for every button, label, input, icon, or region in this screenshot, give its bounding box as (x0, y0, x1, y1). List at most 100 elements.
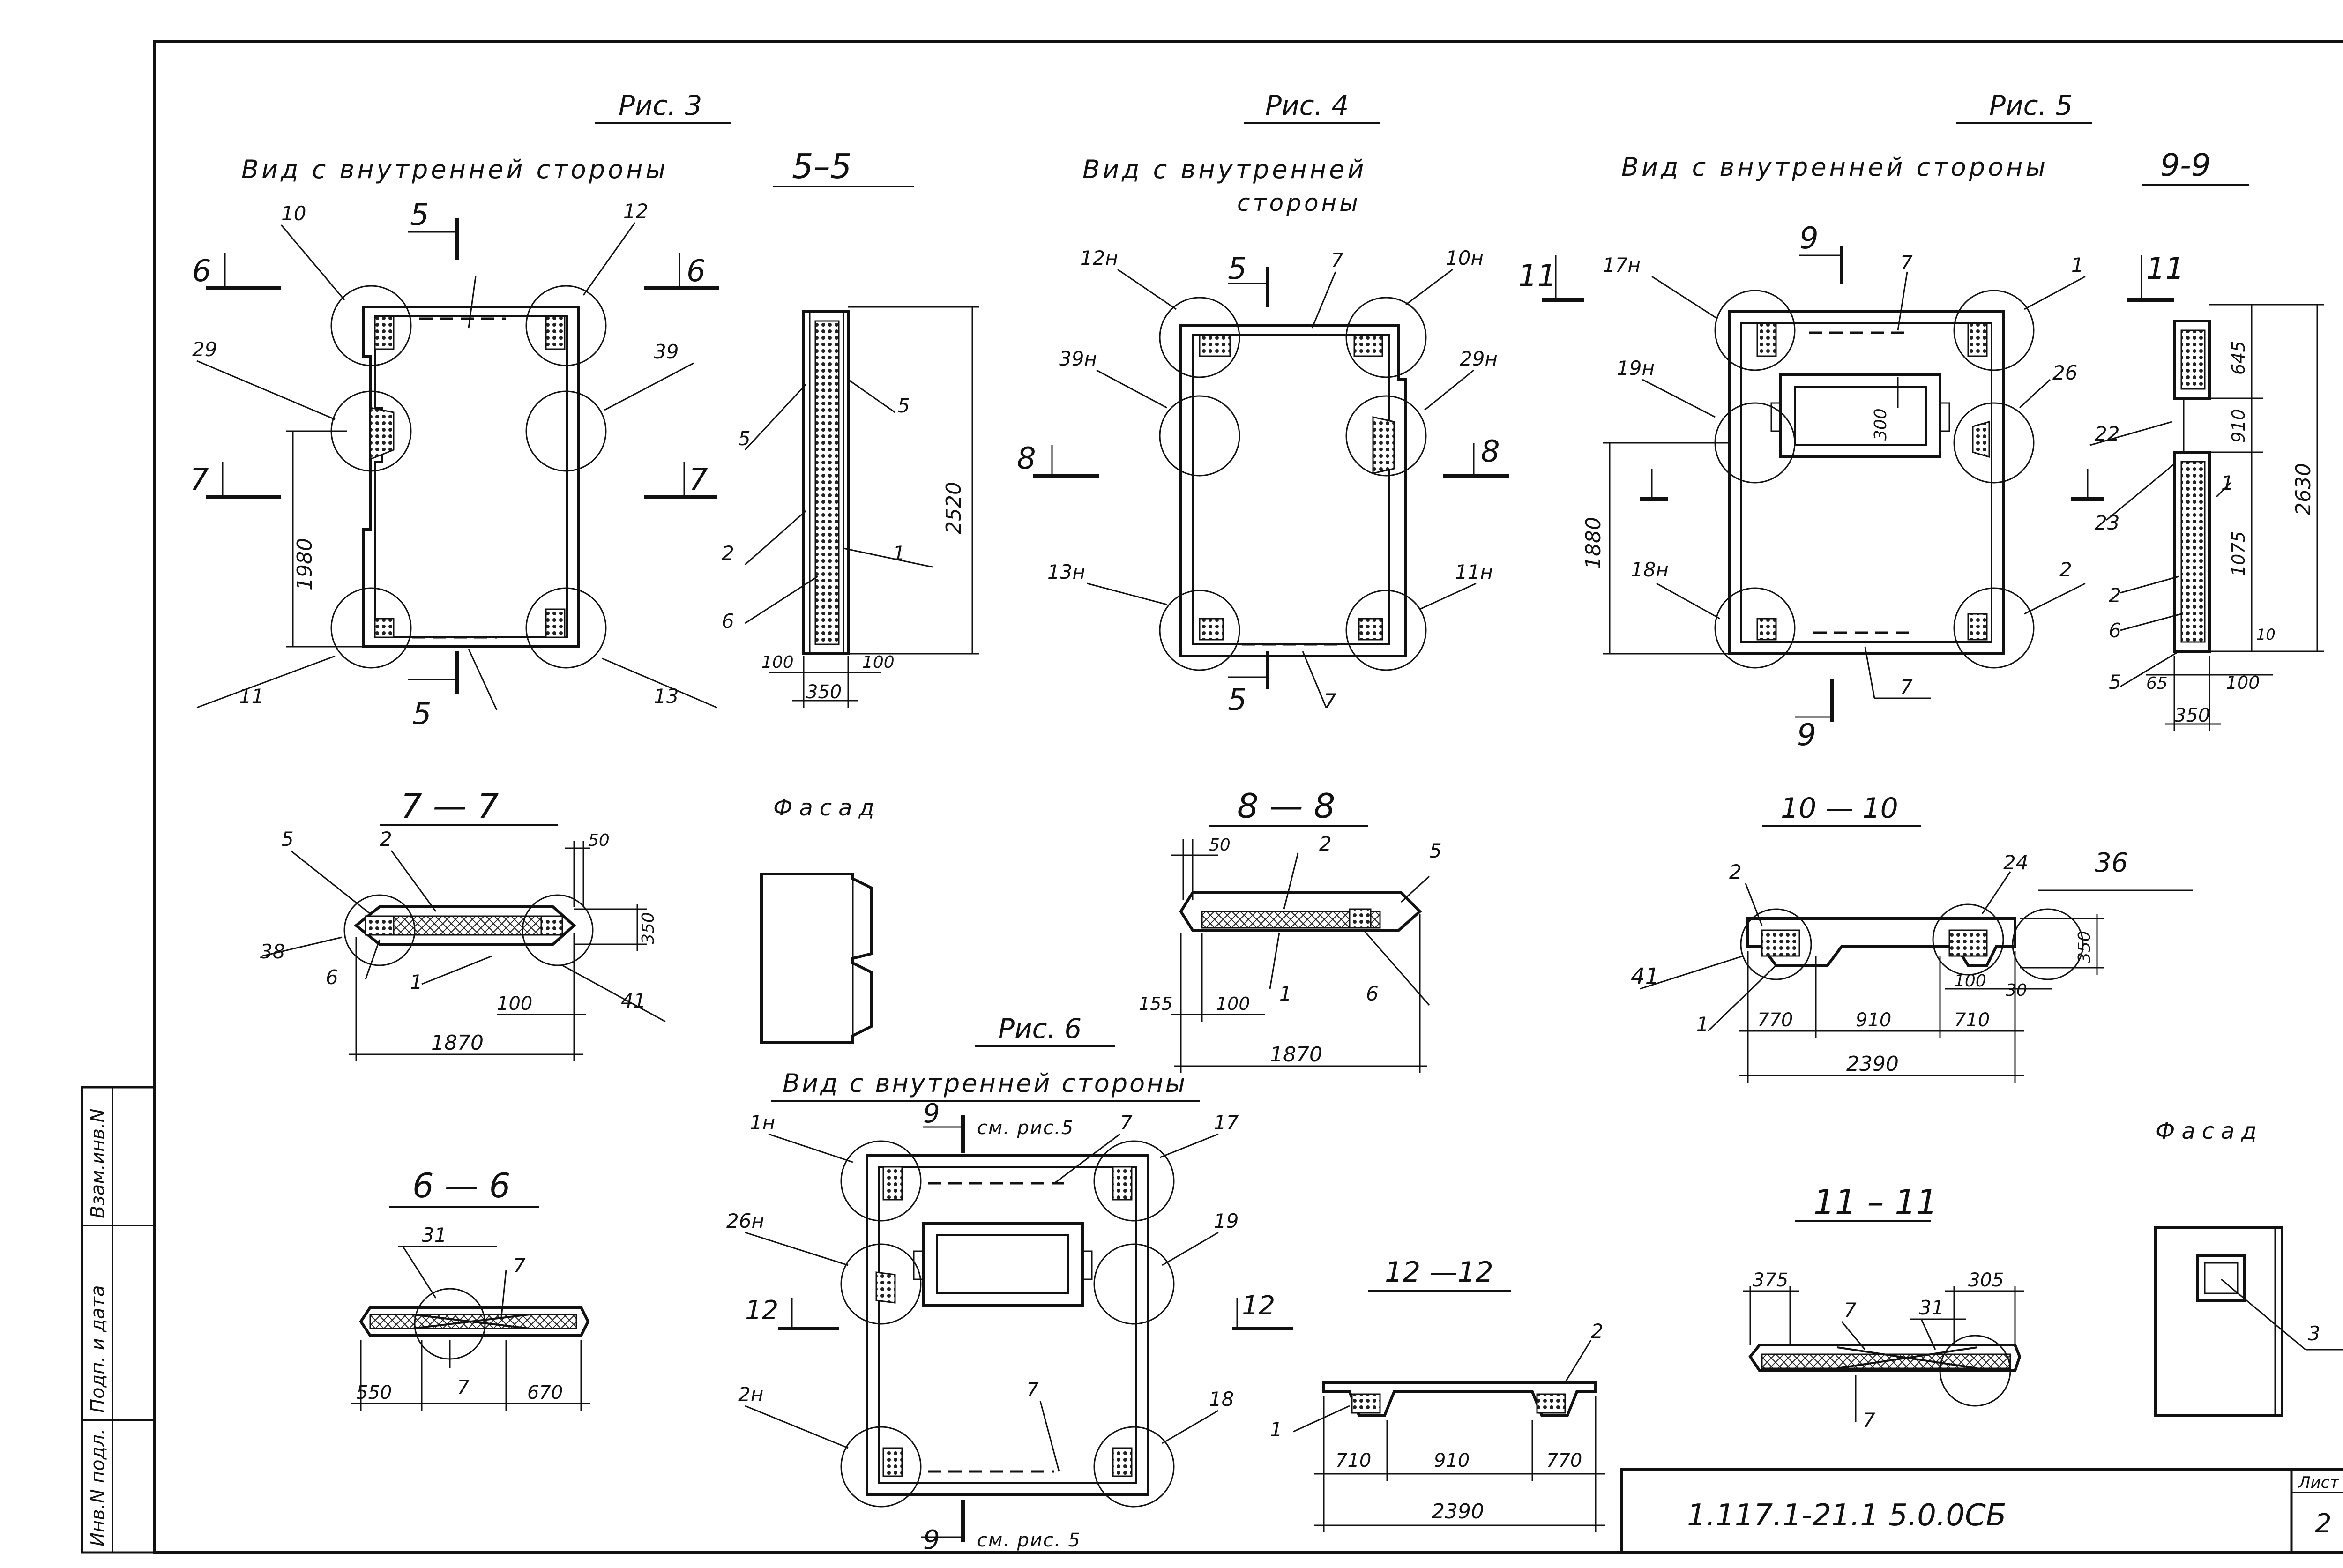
fig3-callout-10: 10 (281, 202, 306, 225)
sec77-dim-100: 100 (497, 993, 532, 1015)
section-7-7: 7 — 7 5 2 38 6 1 41 50 350 100 1870 (260, 786, 666, 1061)
fig5-callout-19n: 19н (1617, 357, 1655, 380)
fig4-view-line2: стороны (1237, 189, 1361, 217)
fig3-panel (362, 306, 580, 648)
sec99-dim-645: 645 (2228, 341, 2249, 375)
fig6-marker-9-top: 9 (923, 1098, 940, 1129)
sec77-callout-6: 6 (326, 966, 338, 989)
sec66-dim-670: 670 (527, 1382, 563, 1404)
sec99-dim-100: 100 (2226, 672, 2260, 693)
sec99-dim-2630: 2630 (2291, 463, 2315, 515)
sec77-title: 7 — 7 (401, 786, 499, 826)
sec55-callout-5a: 5 (738, 427, 751, 450)
sec66-callout-7-bottom: 7 (457, 1376, 470, 1399)
sec55-callout-6: 6 (722, 610, 734, 633)
facade1-title: Фасад (773, 795, 881, 821)
fig5-marker-9-bottom: 9 (1797, 718, 1816, 753)
fig6-callout-18: 18 (1209, 1388, 1234, 1411)
section-11-11: 11 – 11 375 305 7 31 7 (1743, 1182, 2024, 1432)
sec77-callout-2: 2 (380, 828, 392, 851)
fig5-callout-1: 1 (2071, 254, 2084, 276)
sec1111-dim-305: 305 (1968, 1269, 2004, 1291)
fig6-ref-bottom: см. рис. 5 (977, 1530, 1081, 1551)
fig4-callout-7-top: 7 (1331, 249, 1343, 272)
sec1111-title: 11 – 11 (1813, 1182, 1938, 1222)
stamp-col-sign: Подп. и дата (87, 1285, 109, 1413)
fig4-title: Рис. 4 (1265, 90, 1349, 121)
fig4-callout-29n: 29н (1460, 347, 1498, 370)
fig4-marker-8-left: 8 (1017, 441, 1036, 476)
section-8-8: 8 — 8 2 5 1 6 50 155 100 1870 (1139, 786, 1442, 1073)
fig6-callout-26n: 26н (726, 1210, 764, 1232)
facade-2: Фасад 3 (2154, 1118, 2343, 1417)
sec88-dim-100: 100 (1216, 993, 1250, 1014)
fig5-title: Рис. 5 (1989, 90, 2073, 121)
section-10-10: 10 — 10 2 24 36 41 1 350 100 30 770 910 … (1631, 792, 2193, 1083)
stamp-col-replace: Взам.инв.N (87, 1109, 109, 1218)
sec55-dim-2520: 2520 (942, 482, 966, 534)
sec77-dim-50: 50 (588, 831, 610, 850)
fig5-callout-17n: 17н (1603, 254, 1641, 276)
sec1212-title: 12 —12 (1385, 1256, 1493, 1289)
sec88-dim-50: 50 (1209, 836, 1231, 855)
sec55-callout-1: 1 (893, 542, 905, 565)
fig6-callout-7-top: 7 (1120, 1111, 1133, 1134)
sec1212-dim-2390: 2390 (1432, 1500, 1484, 1523)
fig6-marker-9-bottom: 9 (923, 1525, 940, 1555)
sec88-dim-155: 155 (1139, 993, 1173, 1014)
fig4-callout-10n: 10н (1446, 246, 1484, 269)
sec66-callout-7-top: 7 (513, 1254, 526, 1277)
sec1212-dim-910: 910 (1434, 1450, 1470, 1471)
fig3-title: Рис. 3 (619, 90, 702, 121)
title-block: 1.117.1-21.1 5.0.0СБ Лист 2 (1620, 1468, 2343, 1554)
sec1010-callout-36: 36 (2095, 848, 2128, 878)
sec99-title: 9-9 (2160, 147, 2211, 183)
fig3-view: Вид с внутренней стороны (241, 155, 668, 184)
fig6-callout-2n: 2н (738, 1383, 763, 1406)
figure-5: Рис. 5 Вид с внутренней стороны 300 17 (1518, 90, 2184, 753)
sec55-dim-350: 350 (806, 681, 842, 703)
fig5-callout-2: 2 (2059, 558, 2072, 581)
outer-frame (153, 40, 2343, 1554)
figure-6: Рис. 6 Вид с внутренней стороны 1н 7 17 (726, 1013, 1293, 1555)
sec99-callout-23: 23 (2095, 511, 2119, 534)
sec1010-dim-770: 770 (1757, 1009, 1793, 1031)
sec99-callout-6: 6 (2109, 619, 2121, 642)
sec77-callout-1: 1 (410, 971, 423, 993)
fig3-callout-39: 39 (654, 340, 679, 363)
fig6-callout-17: 17 (1214, 1111, 1239, 1134)
section-12-12: 12 —12 2 1 710 910 770 2390 (1270, 1256, 1605, 1532)
fig6-marker-12-right: 12 (1242, 1291, 1275, 1321)
sec88-callout-5: 5 (1429, 839, 1442, 862)
sec88-dim-1870: 1870 (1270, 1043, 1322, 1067)
sec77-callout-5: 5 (281, 828, 294, 851)
fig5-marker-11-left: 11 (1518, 259, 1556, 293)
fig4-view-line1: Вид с внутренней (1082, 155, 1366, 184)
sec1010-callout-2: 2 (1729, 860, 1742, 883)
sec88-callout-6: 6 (1366, 982, 1379, 1005)
fig3-callout-13: 13 (654, 685, 679, 708)
fig4-callout-13n: 13н (1047, 560, 1085, 583)
fig3-marker-5-top: 5 (410, 198, 429, 232)
drawing-code: 1.117.1-21.1 5.0.0СБ (1687, 1498, 2007, 1533)
fig3-marker-6-left: 6 (192, 254, 211, 289)
fig4-callout-11n: 11н (1455, 560, 1493, 583)
sec88-title: 8 — 8 (1237, 786, 1335, 826)
sec88-callout-2: 2 (1319, 832, 1332, 855)
fig5-marker-9-top: 9 (1799, 221, 1819, 256)
sec66-dim-550: 550 (356, 1382, 392, 1404)
sheet-label: Лист (2298, 1473, 2339, 1492)
sec1010-callout-24: 24 (2003, 851, 2028, 874)
fig4-callout-39n: 39н (1059, 347, 1097, 370)
figure-4: Рис. 4 Вид с внутренней стороны 12н 10н … (1017, 90, 1509, 717)
fig4-marker-5-top: 5 (1228, 252, 1247, 286)
fig6-ref-top: см. рис.5 (977, 1117, 1074, 1139)
sec88-callout-1: 1 (1279, 982, 1292, 1005)
fig6-view: Вид с внутренней стороны (783, 1068, 1187, 1098)
sec1111-callout-7-bottom: 7 (1863, 1409, 1875, 1432)
facade2-title: Фасад (2156, 1118, 2263, 1144)
fig3-callout-29: 29 (192, 338, 217, 361)
section-9-9: 9-9 645 910 2630 1075 22 23 1 2 6 5 10 6… (2089, 147, 2324, 731)
sec77-dim-1870: 1870 (431, 1031, 484, 1055)
